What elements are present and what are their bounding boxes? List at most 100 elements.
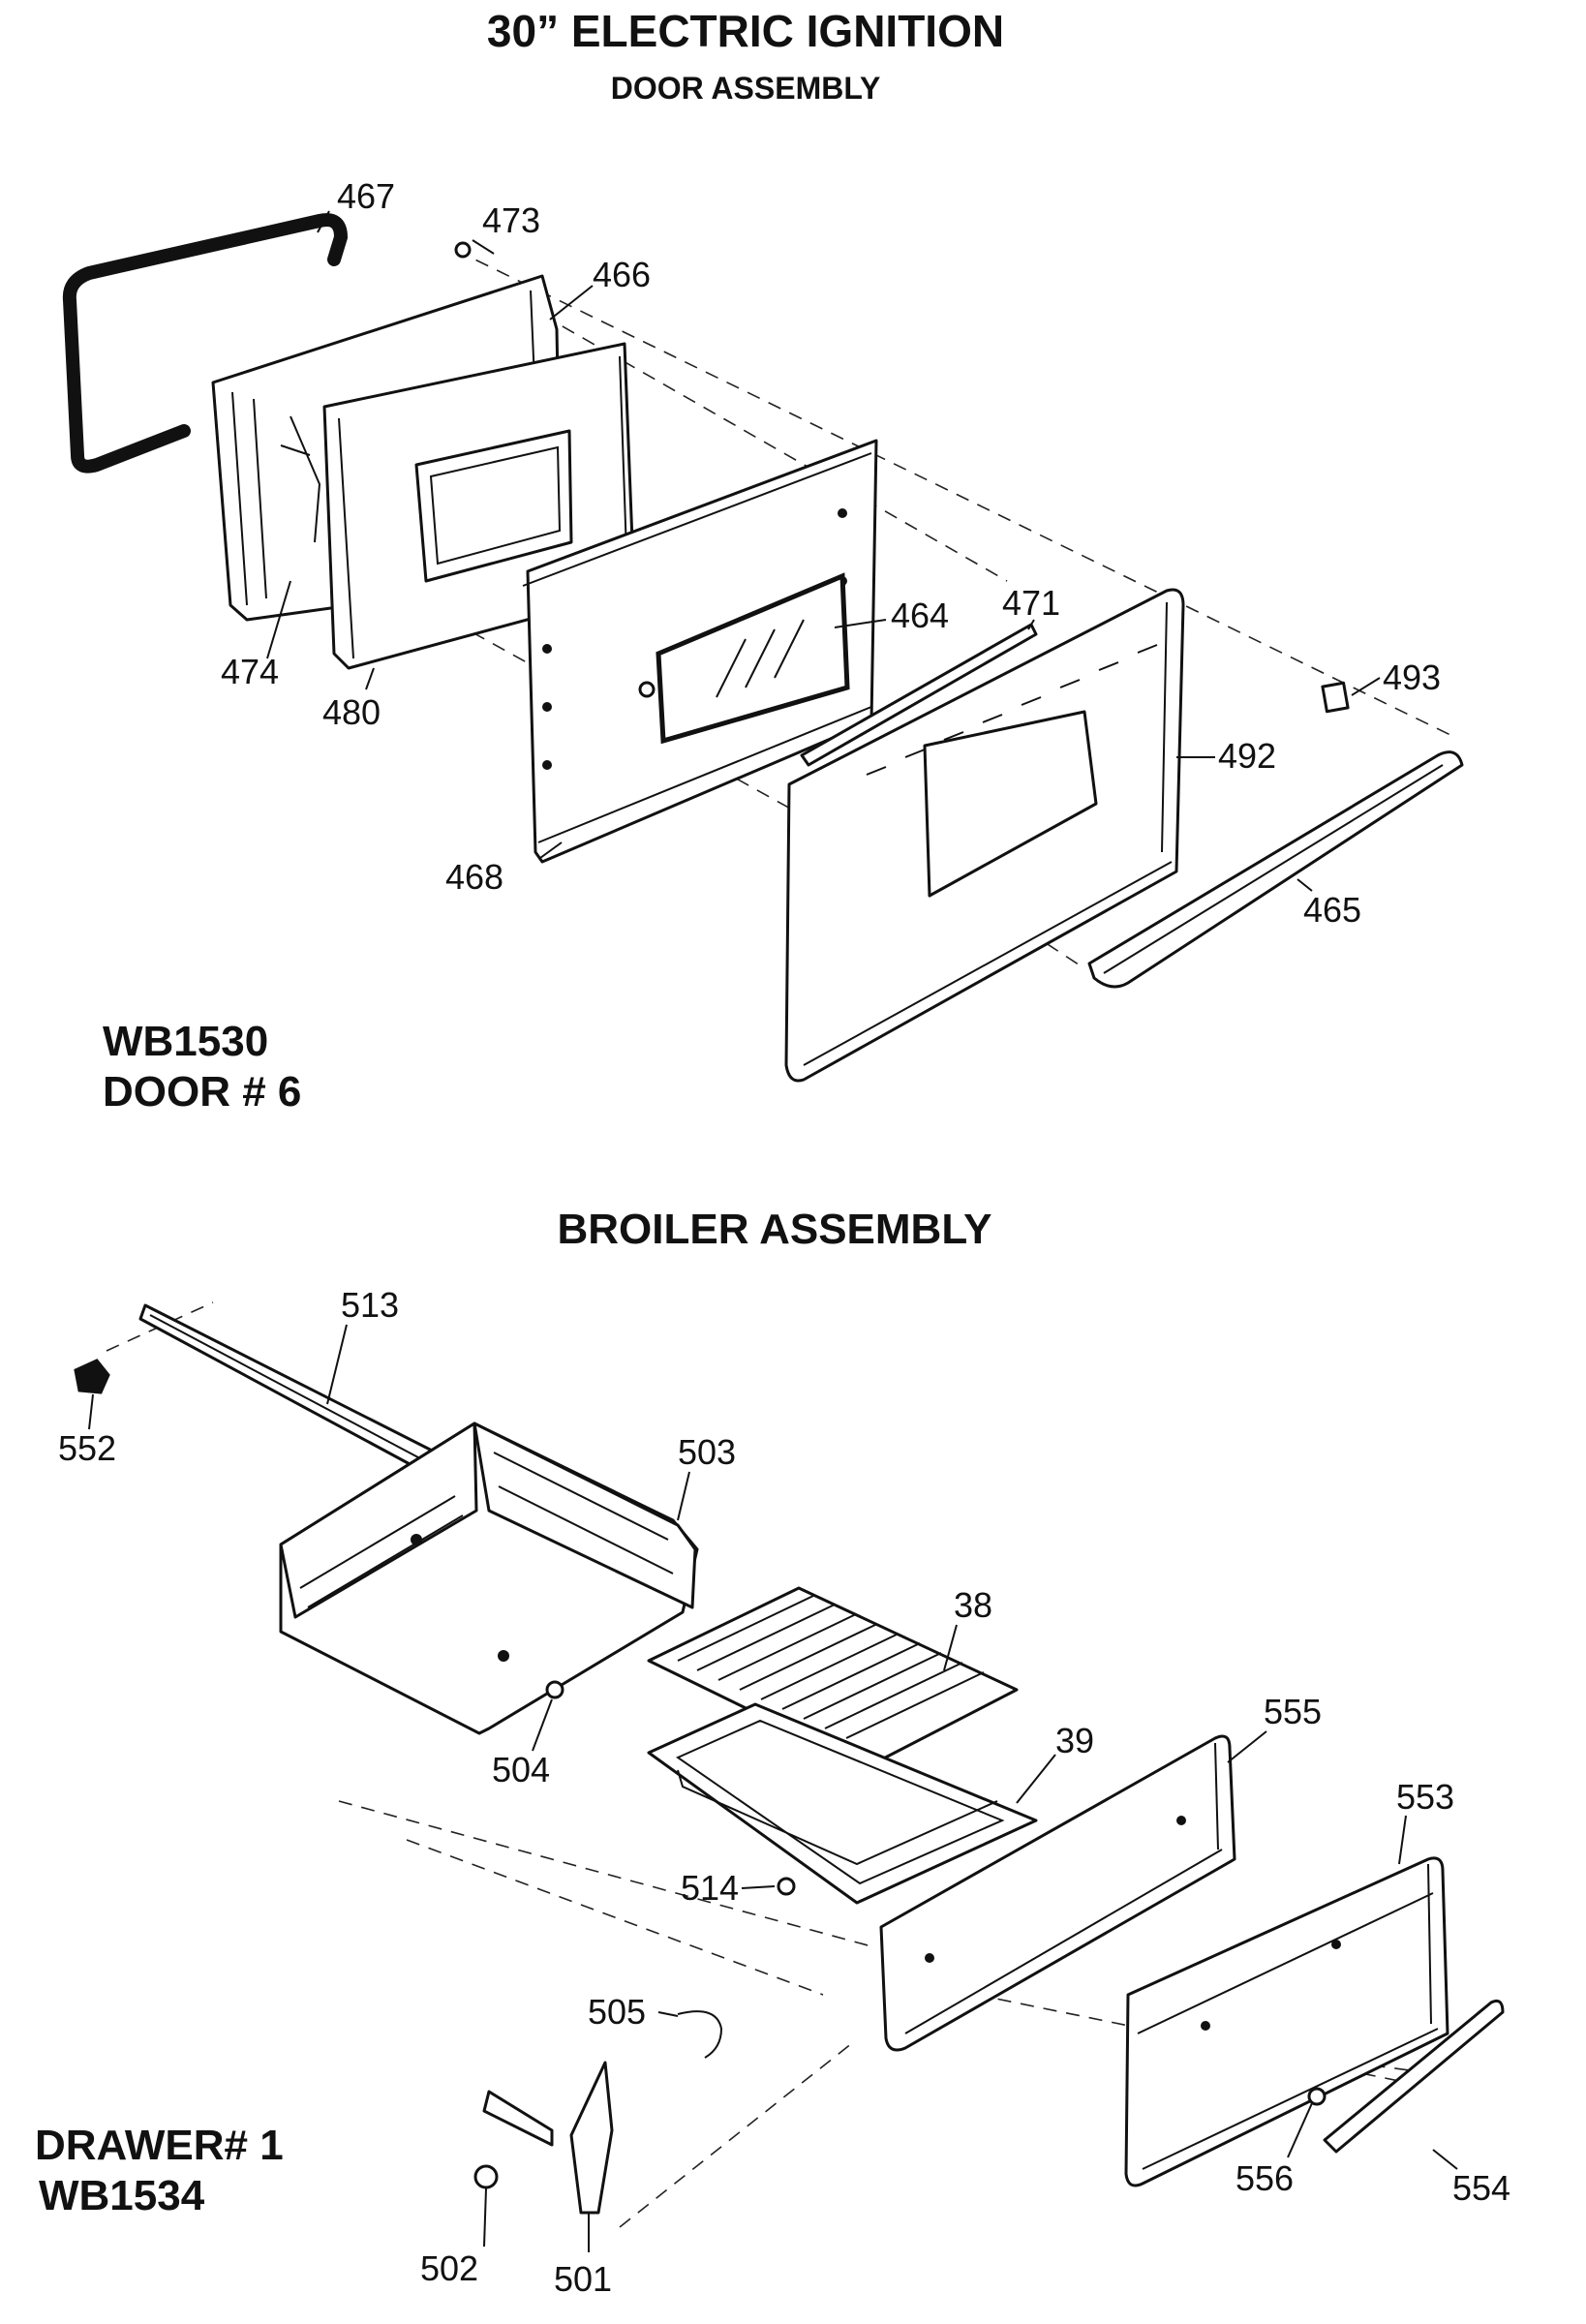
section-title-broiler: BROILER ASSEMBLY xyxy=(557,1206,991,1253)
part-501-hinge-arm xyxy=(482,2090,554,2147)
callout-513: 513 xyxy=(341,1285,399,1325)
part-504-screw xyxy=(545,1680,564,1699)
leader-line xyxy=(834,619,887,628)
assembly-guide-line xyxy=(406,1839,824,1996)
part-468-panel-lip xyxy=(522,452,872,843)
part-464-glass-reflection xyxy=(716,619,805,698)
callout-514: 514 xyxy=(681,1868,739,1908)
part-467-gasket xyxy=(62,213,349,474)
part-556-screw xyxy=(1307,2087,1327,2106)
part-505-spring xyxy=(677,2010,723,2059)
leader-line xyxy=(88,1393,94,1430)
part-553-hole xyxy=(1201,2021,1210,2031)
leader-line xyxy=(1027,619,1035,630)
leader-line xyxy=(266,580,291,659)
leader-line xyxy=(1351,677,1381,696)
part-503-hole xyxy=(411,1534,422,1545)
leader-line xyxy=(365,667,375,690)
callout-473: 473 xyxy=(482,200,540,240)
callout-553: 553 xyxy=(1396,1777,1454,1817)
part-468-hole xyxy=(542,760,552,770)
callout-38: 38 xyxy=(954,1585,992,1625)
part-553-drawer-panel xyxy=(1124,1856,1449,2187)
part-555-front-edge xyxy=(904,1742,1223,2034)
part-555-hole xyxy=(925,1953,934,1963)
part-473-screw xyxy=(454,241,472,259)
callout-464: 464 xyxy=(891,596,949,635)
callout-474: 474 xyxy=(221,652,279,691)
broiler-assembly: 513 552 503 38 504 555 39 553 514 505 55… xyxy=(58,1285,1510,2299)
part-480-window xyxy=(414,429,573,583)
drawer-model-number: WB1534 xyxy=(39,2172,205,2219)
door-model-number: WB1530 xyxy=(103,1018,268,1065)
callout-503: 503 xyxy=(678,1432,736,1472)
callout-505: 505 xyxy=(588,1992,646,2032)
leader-line xyxy=(741,1885,776,1889)
part-503-slots xyxy=(299,1452,674,1608)
part-513-rail-edge xyxy=(149,1314,432,1465)
leader-line xyxy=(326,1324,348,1405)
part-464-window-glass xyxy=(656,572,850,745)
section-title-door: DOOR ASSEMBLY xyxy=(611,71,881,106)
callout-480: 480 xyxy=(322,692,381,732)
drawer-model-name: DRAWER# 1 xyxy=(35,2122,284,2169)
leader-line xyxy=(549,285,594,321)
leader-line xyxy=(1227,1730,1267,1763)
part-480-window-inner xyxy=(429,445,562,566)
part-493-clip xyxy=(1321,681,1350,714)
page-title: 30” ELECTRIC IGNITION xyxy=(487,6,1004,56)
leader-line xyxy=(317,210,330,233)
callout-492: 492 xyxy=(1218,736,1276,776)
part-503-hole xyxy=(498,1650,509,1662)
part-502-washer xyxy=(473,2164,499,2189)
door-model-name: DOOR # 6 xyxy=(103,1068,301,1116)
leader-line xyxy=(483,2187,487,2248)
callout-556: 556 xyxy=(1235,2158,1294,2198)
leader-line xyxy=(1016,1754,1056,1804)
leader-line xyxy=(472,239,495,255)
part-38-grid-slots xyxy=(677,1595,985,1739)
part-39-pan-depth xyxy=(677,1769,998,1866)
callout-552: 552 xyxy=(58,1428,116,1468)
leader-line xyxy=(1287,2102,1313,2158)
callout-467: 467 xyxy=(337,176,395,216)
leader-line xyxy=(1296,878,1313,892)
part-468-hole xyxy=(838,508,847,518)
leader-line xyxy=(657,2011,679,2017)
callout-555: 555 xyxy=(1264,1692,1322,1731)
part-501-hinge-bracket xyxy=(569,2061,614,2215)
leader-line xyxy=(1432,2149,1458,2170)
assembly-guide-line xyxy=(541,314,1008,582)
part-468-hole xyxy=(542,702,552,712)
part-503-side-wall xyxy=(279,1422,478,1619)
part-492-oven-window xyxy=(923,710,1098,898)
door-assembly: 467 473 466 474 480 464 471 493 492 468 … xyxy=(62,176,1464,1083)
leader-line xyxy=(539,841,563,859)
callout-468: 468 xyxy=(445,857,503,897)
part-555-hole xyxy=(1176,1816,1186,1825)
leader-line xyxy=(677,1471,690,1521)
part-39-broiler-pan xyxy=(647,1702,1038,1905)
leader-line xyxy=(943,1624,958,1671)
part-514-nut xyxy=(777,1877,796,1896)
callout-504: 504 xyxy=(492,1750,550,1789)
callout-471: 471 xyxy=(1002,583,1060,623)
callout-502: 502 xyxy=(420,2248,478,2288)
part-553-hole xyxy=(1331,1940,1341,1949)
part-554-drawer-handle xyxy=(1323,1999,1505,2154)
part-39-pan-inner xyxy=(675,1719,1005,1885)
callout-465: 465 xyxy=(1303,890,1361,930)
callout-501: 501 xyxy=(554,2259,612,2299)
part-555-drawer-front xyxy=(879,1734,1236,2052)
part-464-screw xyxy=(638,681,656,698)
part-553-panel-edge xyxy=(1137,1863,1439,2170)
leader-line xyxy=(532,1698,553,1752)
part-466-liner-detail xyxy=(280,415,321,543)
part-552-bracket xyxy=(74,1359,110,1394)
callout-466: 466 xyxy=(593,255,651,294)
callout-493: 493 xyxy=(1383,657,1441,697)
part-471-trim-strip xyxy=(800,623,1038,767)
part-492-door-edge xyxy=(803,601,1173,1066)
callout-554: 554 xyxy=(1452,2168,1510,2208)
